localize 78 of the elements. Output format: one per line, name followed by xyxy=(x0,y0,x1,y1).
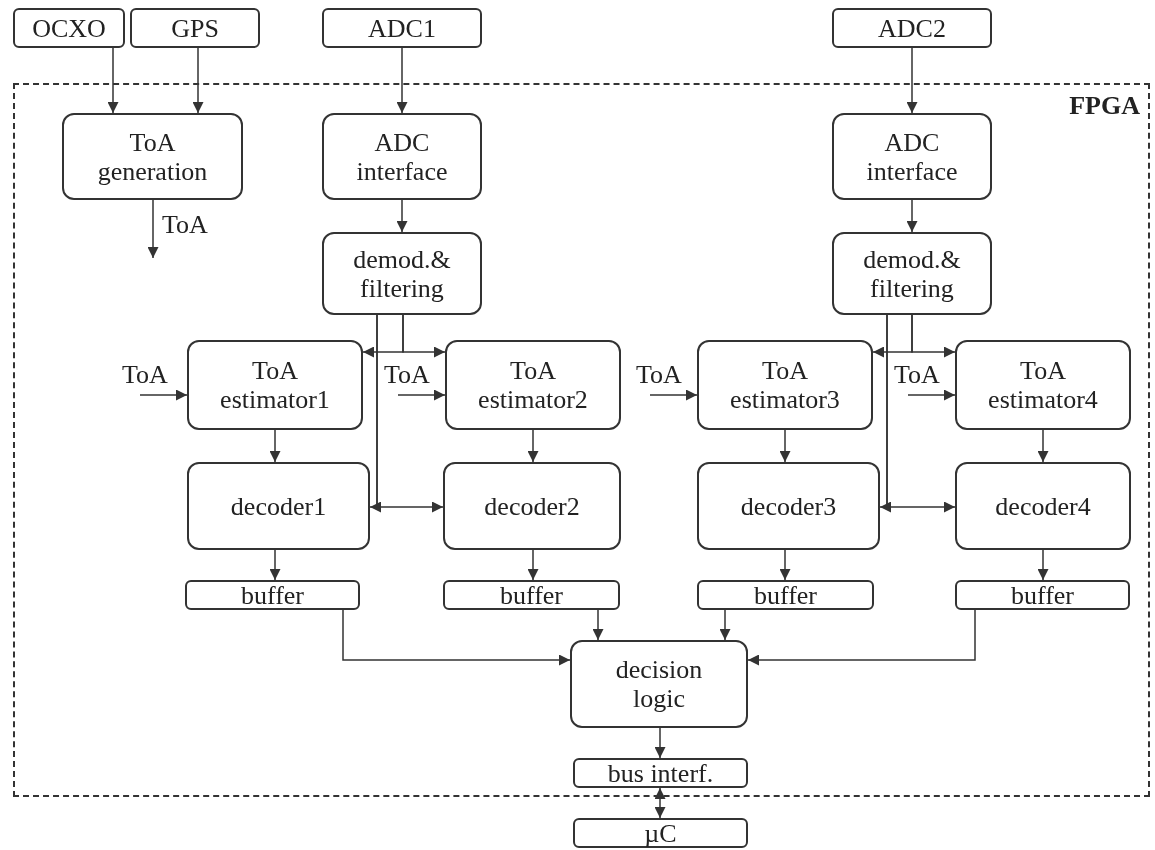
box-label: ADC1 xyxy=(367,13,437,43)
arrow xyxy=(649,389,698,401)
process-box xyxy=(955,462,1131,550)
arrow xyxy=(527,429,539,463)
box-label: OCXO xyxy=(31,13,107,43)
box-label: buffer xyxy=(239,580,305,610)
process-box xyxy=(322,232,482,315)
box-label: ToA estimator3 xyxy=(729,356,841,414)
arrow xyxy=(654,727,666,759)
process-box xyxy=(13,8,125,48)
arrow xyxy=(527,549,539,581)
box-label: decoder4 xyxy=(994,491,1092,521)
box-label: decoder2 xyxy=(483,491,581,521)
box-label: decoder3 xyxy=(739,491,838,521)
box-label: buffer xyxy=(498,580,564,610)
process-box xyxy=(322,113,482,200)
arrow xyxy=(911,314,956,358)
arrow xyxy=(747,609,976,666)
process-box xyxy=(573,758,748,788)
arrow xyxy=(402,314,446,358)
box-label: ToA estimator4 xyxy=(987,356,1099,414)
box-label: bus interf. xyxy=(606,758,715,788)
arrow xyxy=(779,429,791,463)
arrow xyxy=(147,199,159,259)
arrow xyxy=(1037,429,1049,463)
process-box xyxy=(697,580,874,610)
process-box xyxy=(185,580,360,610)
arrow xyxy=(886,314,956,513)
arrow xyxy=(139,389,188,401)
box-label: buffer xyxy=(752,580,818,610)
process-box xyxy=(832,113,992,200)
box-label: ADC interface xyxy=(865,127,959,186)
process-box xyxy=(697,340,873,430)
process-box xyxy=(445,340,621,430)
arrow xyxy=(906,47,918,114)
box-label: ToA estimator1 xyxy=(219,356,331,414)
arrow xyxy=(376,314,444,513)
process-box xyxy=(443,580,620,610)
arrow xyxy=(654,787,666,819)
box-label: ADC2 xyxy=(877,13,947,43)
process-box xyxy=(573,818,748,848)
arrow xyxy=(269,549,281,581)
box-label: demod.& filtering xyxy=(862,244,962,303)
arrow xyxy=(107,47,119,114)
process-box xyxy=(443,462,621,550)
process-box xyxy=(187,462,370,550)
arrow xyxy=(907,389,956,401)
arrow xyxy=(779,549,791,581)
box-label: ADC interface xyxy=(355,127,449,186)
process-box xyxy=(832,232,992,315)
box-label: decision logic xyxy=(614,655,704,713)
process-box xyxy=(570,640,748,728)
box-label: ToA generation xyxy=(96,127,209,186)
arrow xyxy=(906,199,918,233)
arrow xyxy=(396,47,408,114)
box-label: buffer xyxy=(1009,580,1075,610)
arrow xyxy=(342,609,571,666)
arrow xyxy=(397,389,446,401)
arrow xyxy=(1037,549,1049,581)
process-box xyxy=(955,580,1130,610)
box-label: µC xyxy=(643,818,678,848)
arrow xyxy=(592,609,604,641)
box-label: demod.& filtering xyxy=(352,244,452,303)
process-box xyxy=(955,340,1131,430)
arrow xyxy=(396,199,408,233)
region-label: FPGA xyxy=(1069,91,1140,120)
process-box xyxy=(62,113,243,200)
box-label: ToA estimator2 xyxy=(477,356,589,414)
arrow xyxy=(192,47,204,114)
box-label: GPS xyxy=(170,13,220,43)
box-label: decoder1 xyxy=(229,491,328,521)
process-box xyxy=(322,8,482,48)
process-box xyxy=(187,340,363,430)
arrow xyxy=(719,609,731,641)
process-box xyxy=(130,8,260,48)
arrow xyxy=(269,429,281,463)
process-box xyxy=(697,462,880,550)
process-box xyxy=(832,8,992,48)
